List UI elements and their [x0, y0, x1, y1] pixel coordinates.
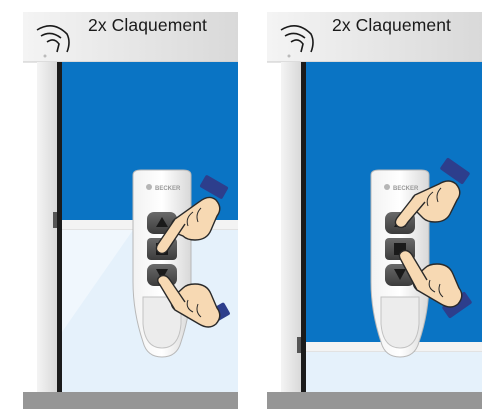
- caption-text: 2x Claquement: [332, 15, 451, 36]
- illustration-panel-left: BECKER: [23, 12, 238, 409]
- remote-control: BECKER: [133, 170, 191, 357]
- caption-text: 2x Claquement: [88, 15, 207, 36]
- illustration-panel-right: BECKER: [267, 12, 482, 409]
- window-scene-left: BECKER: [23, 12, 238, 409]
- window-sill: [267, 392, 482, 409]
- window-sill: [23, 392, 238, 409]
- guide-rail: [301, 62, 306, 392]
- guide-rail: [57, 62, 62, 392]
- remote-brand: BECKER: [393, 186, 419, 192]
- remote-brand: BECKER: [155, 186, 181, 192]
- window-scene-right: BECKER: [267, 12, 482, 409]
- window-glass: [306, 352, 482, 392]
